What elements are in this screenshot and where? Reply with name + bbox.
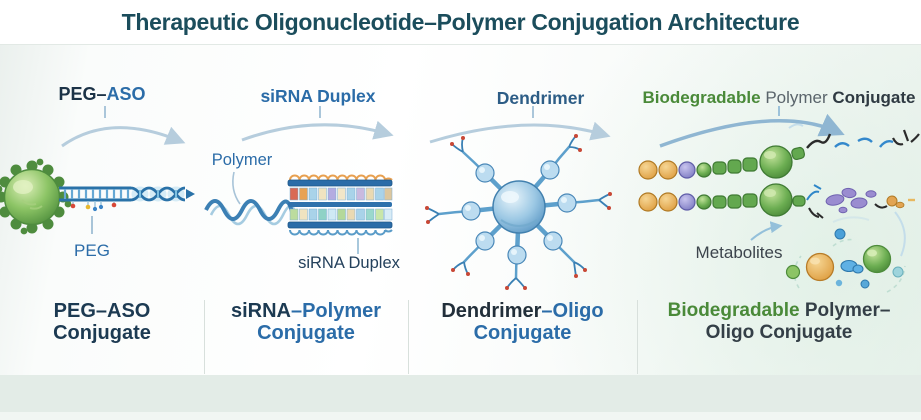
panel2-header: siRNA Duplex — [216, 86, 420, 107]
peg-aso-illustration-icon — [0, 106, 195, 235]
page-title: Therapeutic Oligonucleotide–Polymer Conj… — [121, 8, 800, 35]
dendrimer-illustration-icon — [425, 106, 612, 290]
sirna-duplex-annotation: siRNA Duplex — [298, 254, 400, 272]
panel3-caption-dark: Dendrimer — [441, 300, 542, 322]
biodegradable-chain-icon — [638, 129, 920, 180]
panel4-caption-line2: Oligo Conjugate — [705, 322, 853, 343]
panel4-header-gray: Polymer — [760, 88, 833, 107]
panel1-header-peg: PEG– — [58, 84, 107, 104]
peg-micelle-icon — [0, 158, 72, 235]
biodegradable-illustration-icon — [638, 106, 920, 293]
panel4-caption: Biodegradable Polymer– Oligo Conjugate — [637, 300, 921, 344]
dna-helix-icon — [59, 186, 195, 212]
panel2-caption-dark: siRNA — [230, 300, 291, 322]
panel2-caption-blue: –Polymer — [290, 300, 382, 322]
dendrimer-core-icon — [425, 134, 612, 290]
panel4-header-dark: Conjugate — [832, 88, 916, 107]
peg-annotation: PEG — [74, 241, 110, 260]
footer-strip-edge — [0, 412, 921, 420]
flow-arrow-icon — [429, 121, 611, 144]
polymer-annotation: Polymer — [211, 151, 273, 169]
panel1-caption-line1: PEG–ASO — [53, 300, 151, 322]
panel3-caption-line2: Conjugate — [473, 322, 572, 344]
panel1-caption-line2: Conjugate — [53, 322, 151, 344]
panel3-caption-blue: –Oligo — [541, 300, 604, 322]
metabolites-icon — [785, 228, 906, 293]
biodegradable-chain-icon — [638, 183, 915, 219]
metabolites-annotation: Metabolites — [695, 243, 783, 262]
panel4-caption-green: Biodegradable — [667, 300, 800, 321]
panel2-caption-line2: Conjugate — [257, 322, 355, 344]
panel2-header-label: siRNA Duplex — [260, 86, 376, 106]
flow-arrow-icon — [241, 120, 394, 142]
flow-arrow-icon — [659, 113, 845, 148]
panel3-header-label: Dendrimer — [496, 88, 585, 108]
panel1-header-aso: ASO — [106, 84, 146, 104]
panel1-header: PEG–ASO — [0, 84, 204, 105]
panel3-header: Dendrimer — [426, 88, 655, 109]
panel-divider — [408, 300, 409, 374]
panel1-caption: PEG–ASO Conjugate — [0, 300, 204, 344]
flow-arrow-icon — [61, 126, 186, 148]
panel2-caption: siRNA–Polymer Conjugate — [204, 300, 408, 344]
title-bar: Therapeutic Oligonucleotide–Polymer Conj… — [0, 0, 921, 45]
decorative-arcs — [788, 123, 906, 257]
footer-strip — [0, 375, 921, 412]
polymer-pointer-line — [232, 171, 241, 205]
sirna-polymer-illustration-icon — [204, 106, 394, 254]
panel-divider — [637, 300, 638, 374]
panel4-header: Biodegradable Polymer Conjugate — [637, 88, 921, 108]
sirna-duplex-icon — [287, 174, 393, 236]
panel4-header-green: Biodegradable — [642, 88, 761, 107]
polymer-chain-icon — [204, 199, 297, 226]
metabolites-pointer-arrow — [750, 221, 783, 241]
panel4-caption-dark: Polymer– — [799, 300, 891, 321]
panel3-caption: Dendrimer–Oligo Conjugate — [408, 300, 637, 344]
panel-divider — [204, 300, 205, 374]
